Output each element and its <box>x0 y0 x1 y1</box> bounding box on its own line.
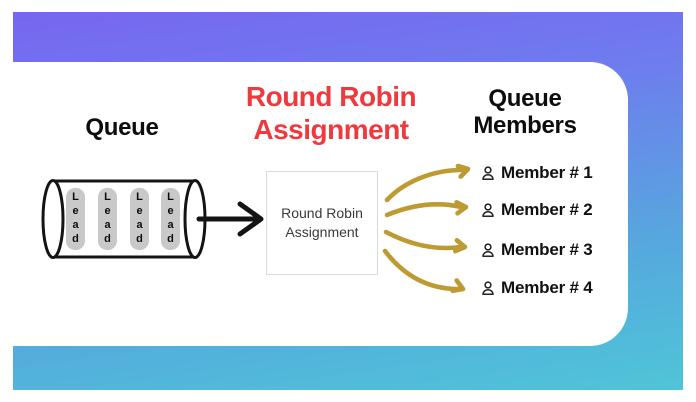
member-label: Member # 3 <box>501 240 593 259</box>
queue-title: Queue <box>85 114 159 141</box>
person-icon <box>482 242 494 257</box>
queue-cylinder-icon <box>41 179 207 259</box>
member-row: Member # 3 <box>481 238 593 262</box>
round-robin-assignment-box: Round Robin Assignment <box>266 171 378 275</box>
round-robin-heading-line2: Assignment <box>253 114 409 145</box>
queue-members-title-line2: Members <box>473 112 577 139</box>
lead-pill: Lead <box>66 188 85 250</box>
member-label: Member # 4 <box>501 278 593 297</box>
assignment-arrows-icon <box>382 163 471 293</box>
round-robin-heading: Round Robin Assignment <box>221 80 441 146</box>
lead-pill: Lead <box>161 188 180 250</box>
queue-members-title-line1: Queue <box>488 85 562 112</box>
person-icon <box>482 280 494 295</box>
round-robin-heading-line1: Round Robin <box>245 81 417 112</box>
member-row: Member # 1 <box>481 161 593 185</box>
lead-pill: Lead <box>98 188 117 250</box>
queue-members-title: Queue Members <box>455 85 595 139</box>
person-icon <box>482 165 494 180</box>
member-label: Member # 1 <box>501 163 593 182</box>
member-row: Member # 4 <box>481 276 593 300</box>
person-icon <box>482 202 494 217</box>
flow-arrow-icon <box>196 201 264 237</box>
lead-pill: Lead <box>130 188 149 250</box>
member-label: Member # 2 <box>501 200 593 219</box>
assignment-box-line2: Assignment <box>285 224 359 240</box>
member-row: Member # 2 <box>481 198 593 222</box>
assignment-box-line1: Round Robin <box>281 205 363 221</box>
